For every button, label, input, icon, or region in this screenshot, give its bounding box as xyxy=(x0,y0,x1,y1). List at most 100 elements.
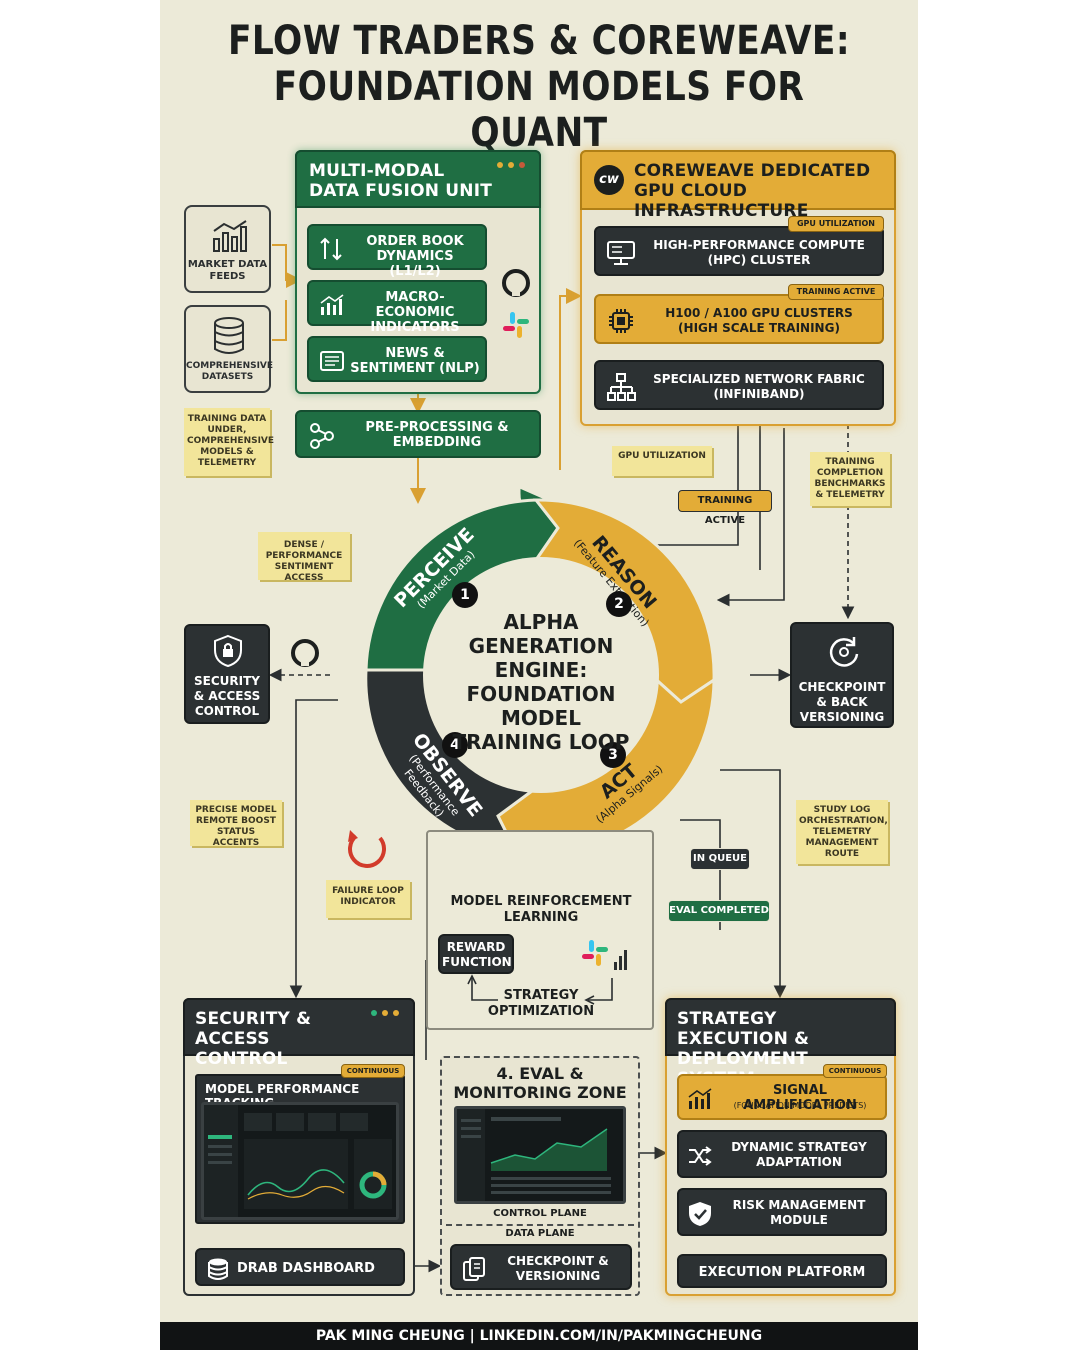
github-icon xyxy=(291,639,319,667)
status-in-queue: IN QUEUE xyxy=(690,848,750,870)
copy-files-icon xyxy=(463,1257,485,1281)
training-loop: REASON (Feature Extraction) PERCEIVE (Ma… xyxy=(336,470,746,880)
stage-number-4: 4 xyxy=(442,732,468,758)
failure-loop-icon xyxy=(348,830,386,868)
shuffle-icon xyxy=(689,1146,712,1166)
coreweave-item-label: HIGH-PERFORMANCE COMPUTE (HPC) CLUSTER xyxy=(653,238,865,267)
optimization-arrows xyxy=(467,974,613,1005)
plane-divider xyxy=(446,1224,634,1226)
slack-icon xyxy=(503,312,529,338)
badge-continuous: CONTINUOUS xyxy=(341,1064,405,1078)
coreweave-item-label: H100 / A100 GPU CLUSTERS (HIGH SCALE TRA… xyxy=(665,306,853,335)
order-book-icon xyxy=(320,237,342,261)
note-study: STUDY LOG ORCHESTRATION, TELEMETRY MANAG… xyxy=(796,800,888,864)
checkpoint-small-panel[interactable]: CHECKPOINT & BACK VERSIONING xyxy=(790,622,894,728)
github-icon xyxy=(502,269,530,297)
stage-number-2: 2 xyxy=(606,591,632,617)
rl-panel: MODEL REINFORCEMENT LEARNING REWARD FUNC… xyxy=(426,830,654,1030)
fusion-item-macro[interactable]: MACRO-ECONOMIC INDICATORS xyxy=(307,280,487,335)
footer-credit[interactable]: PAK MING CHEUNG | LINKEDIN.COM/IN/PAKMIN… xyxy=(160,1322,918,1350)
signal-amplification-label: SIGNAL AMPLIFICATION xyxy=(743,1083,857,1113)
coreweave-header-title: COREWEAVE DEDICATED GPU CLOUD INFRASTRUC… xyxy=(634,161,871,221)
checkpoint-small-label: CHECKPOINT & BACK VERSIONING xyxy=(798,680,886,724)
fusion-item-label: NEWS & SENTIMENT (NLP) xyxy=(350,346,480,376)
execution-platform-box[interactable]: EXECUTION PLATFORM xyxy=(677,1254,887,1288)
server-icon xyxy=(607,241,635,265)
strategy-header: STRATEGY EXECUTION & DEPLOYMENT SYSTEM xyxy=(665,998,896,1089)
refresh-sync-icon xyxy=(829,637,859,667)
note-precise: PRECISE MODEL REMOTE BOOST STATUS ACCENT… xyxy=(190,800,282,848)
poster: FLOW TRADERS & COREWEAVE: FOUNDATION MOD… xyxy=(160,0,918,1350)
cpu-chip-icon xyxy=(609,309,633,333)
reward-function-label: REWARD FUNCTION xyxy=(442,940,512,969)
eval-zone: 4. EVAL & MONITORING ZONE CONTROL PLANE … xyxy=(440,1056,640,1296)
checkpoint-versioning-box[interactable]: CHECKPOINT & VERSIONING xyxy=(450,1244,632,1290)
dynamic-strategy-box[interactable]: DYNAMIC STRATEGY ADAPTATION xyxy=(677,1130,887,1178)
coreweave-item-hpc[interactable]: HIGH-PERFORMANCE COMPUTE (HPC) CLUSTER xyxy=(594,226,884,276)
stage-number-1: 1 xyxy=(452,582,478,608)
badge-training-active: TRAINING ACTIVE xyxy=(788,284,884,300)
title-line-1: FLOW TRADERS & COREWEAVE: xyxy=(227,18,851,64)
market-data-feeds-label: MARKET DATA FEEDS xyxy=(187,259,268,282)
chart-bars-icon xyxy=(688,1088,712,1109)
fusion-unit-panel: MULTI-MODAL DATA FUSION UNIT ORDER BOOK … xyxy=(295,150,541,394)
security-small-panel[interactable]: SECURITY & ACCESS CONTROL xyxy=(184,624,270,724)
data-plane-label: DATA PLANE xyxy=(505,1228,575,1239)
center-line: ENGINE: xyxy=(494,658,588,682)
center-line: TRAINING LOOP xyxy=(452,730,630,754)
badge-continuous: CONTINUOUS xyxy=(823,1064,887,1078)
signal-amplification-box[interactable]: SIGNAL AMPLIFICATION (FOUNDATION MODEL P… xyxy=(677,1074,887,1120)
coreweave-header: cw COREWEAVE DEDICATED GPU CLOUD INFRAST… xyxy=(580,150,896,221)
preprocessing-label: PRE-PROCESSING & EMBEDDING xyxy=(365,420,509,450)
window-dots xyxy=(497,162,525,168)
shield-lock-icon xyxy=(214,634,242,668)
chart-bars-icon xyxy=(320,294,344,315)
coreweave-item-network[interactable]: SPECIALIZED NETWORK FABRIC (INFINIBAND) xyxy=(594,360,884,410)
rl-title: MODEL REINFORCEMENT LEARNING xyxy=(450,894,632,925)
coreweave-item-label: SPECIALIZED NETWORK FABRIC (INFINIBAND) xyxy=(653,372,865,401)
security-panel-title: SECURITY & ACCESS CONTROL xyxy=(195,1009,312,1069)
fusion-header: MULTI-MODAL DATA FUSION UNIT xyxy=(295,150,541,208)
performance-tracking-card[interactable]: MODEL PERFORMANCE TRACKING xyxy=(195,1074,405,1224)
security-small-label: SECURITY & ACCESS CONTROL xyxy=(193,674,261,718)
note-dense: DENSE / PERFORMANCE SENTIMENT ACCESS xyxy=(258,532,350,583)
preprocessing-panel[interactable]: PRE-PROCESSING & EMBEDDING xyxy=(295,410,541,458)
center-line: FOUNDATION MODEL xyxy=(466,682,616,730)
title-line-2: FOUNDATION MODELS FOR QUANT xyxy=(273,64,805,156)
security-panel-header: SECURITY & ACCESS CONTROL xyxy=(183,998,415,1069)
strategy-panel: STRATEGY EXECUTION & DEPLOYMENT SYSTEM S… xyxy=(665,998,896,1296)
note-telemetry: TRAINING COMPLETION BENCHMARKS & TELEMET… xyxy=(810,452,890,506)
loop-center-title: ALPHA GENERATION ENGINE: FOUNDATION MODE… xyxy=(424,610,658,754)
fusion-header-title: MULTI-MODAL DATA FUSION UNIT xyxy=(309,161,493,201)
datasets-card[interactable]: COMPREHENSIVE DATASETS xyxy=(184,305,274,393)
network-tree-icon xyxy=(607,373,636,401)
database-icon xyxy=(208,1258,228,1280)
performance-dashboard-screenshot xyxy=(201,1102,399,1220)
coreweave-logo: cw xyxy=(594,165,624,195)
network-nodes-icon xyxy=(310,423,334,449)
center-line: GENERATION xyxy=(468,634,614,658)
slack-chart-icon xyxy=(582,940,627,970)
reward-function-box[interactable]: REWARD FUNCTION xyxy=(438,934,514,974)
status-eval-completed: EVAL COMPLETED xyxy=(668,900,770,922)
fusion-item-news[interactable]: NEWS & SENTIMENT (NLP) xyxy=(307,336,487,382)
fusion-item-order-book[interactable]: ORDER BOOK DYNAMICS (L1/L2) xyxy=(307,224,487,279)
loop-ring xyxy=(364,488,716,856)
datasets-label: COMPREHENSIVE DATASETS xyxy=(186,361,274,382)
badge-gpu-utilization: GPU UTILIZATION xyxy=(788,216,884,232)
center-line: ALPHA xyxy=(503,610,579,634)
window-dots xyxy=(371,1010,399,1016)
coreweave-item-gpu[interactable]: H100 / A100 GPU CLUSTERS (HIGH SCALE TRA… xyxy=(594,294,884,344)
dashboard-button[interactable]: DRAB DASHBOARD xyxy=(195,1248,405,1286)
news-icon xyxy=(320,351,344,371)
market-data-feeds-card[interactable]: MARKET DATA FEEDS xyxy=(184,205,271,293)
eval-zone-title: 4. EVAL & MONITORING ZONE xyxy=(453,1064,627,1102)
fusion-item-label: ORDER BOOK DYNAMICS (L1/L2) xyxy=(366,234,464,279)
security-panel: SECURITY & ACCESS CONTROL MODEL PERFORMA… xyxy=(183,998,415,1296)
risk-management-box[interactable]: RISK MANAGEMENT MODULE xyxy=(677,1188,887,1236)
strategy-optimization-label: STRATEGY OPTIMIZATION xyxy=(487,988,595,1019)
execution-platform-label: EXECUTION PLATFORM xyxy=(698,1265,866,1280)
dynamic-strategy-label: DYNAMIC STRATEGY ADAPTATION xyxy=(731,1140,867,1169)
market-chart-icon xyxy=(213,220,247,252)
dashboard-mock xyxy=(204,1105,392,1217)
